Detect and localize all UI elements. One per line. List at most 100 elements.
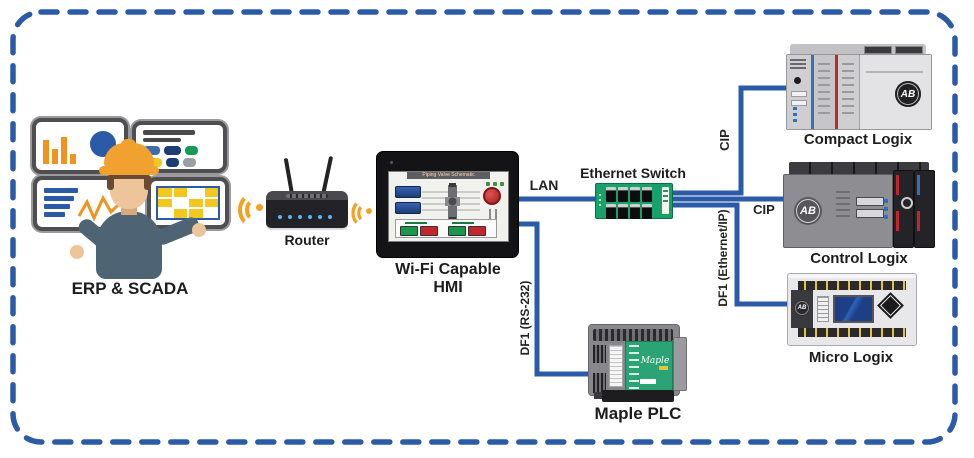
emergency-stop-icon (483, 187, 501, 205)
bar-chart-icon (43, 137, 76, 164)
text-line (143, 130, 195, 135)
hmi-screen: Piping Valve Schematic (388, 171, 509, 242)
switch-ports (606, 187, 652, 219)
cip-control-link-label: CIP (753, 202, 775, 217)
operator-hand (70, 245, 84, 259)
hmi-power-led (390, 161, 393, 164)
status-pill (183, 158, 196, 167)
operator-figure (70, 139, 206, 289)
hmi-nav-button (395, 186, 421, 198)
control-logix-node: AB (783, 162, 935, 248)
hmi-label: Wi-Fi Capable HMI (373, 261, 523, 297)
hmi-label-line2: HMI (433, 279, 463, 296)
dashed-border (10, 9, 958, 445)
df1-ethernet-link-label: DF1 (Ethernet/IP) (716, 209, 730, 307)
router-vent (286, 194, 328, 198)
plc-chassis: AB (860, 55, 931, 129)
micro-logix-node: AB (787, 273, 917, 346)
ethernet-switch-node (595, 183, 673, 219)
rj45-port (642, 204, 652, 219)
hmi-nav-button (395, 202, 421, 214)
keypad-diamond-icon (877, 292, 904, 319)
router-leds (278, 215, 332, 219)
maple-brand-logo: Maple (640, 356, 670, 366)
compact-logix-label: Compact Logix (803, 131, 913, 148)
spec-label (609, 345, 623, 387)
cip-compact-line (662, 85, 789, 196)
operator-torso (96, 211, 162, 279)
rj45-port (606, 187, 616, 202)
allen-bradley-logo: AB (794, 197, 822, 225)
lan-link-label: LAN (529, 177, 559, 193)
rj45-port (630, 187, 640, 202)
terminal-strip (798, 281, 906, 290)
module-port (794, 77, 801, 84)
plc-base (602, 390, 674, 402)
pin-block (817, 296, 829, 322)
plc-display (833, 295, 874, 323)
status-pill (143, 146, 160, 155)
maple-plc-node: Maple (588, 322, 687, 402)
list-bar (44, 204, 70, 209)
maple-front-panel: Maple (625, 341, 673, 393)
switch-brand-strip (662, 187, 669, 214)
plc-module (893, 170, 914, 248)
close-button-icon (420, 226, 438, 236)
text-line (143, 138, 181, 142)
hmi-valve-controls (395, 219, 497, 238)
terminal-strip (798, 328, 906, 337)
operator-hand (192, 223, 206, 237)
hmi-pipe-schematic (422, 183, 480, 221)
list-bar (44, 188, 78, 193)
erp-scada-label: ERP & SCADA (71, 279, 189, 298)
plc-side-panel (673, 337, 687, 391)
maple-plc-label: Maple PLC (594, 404, 682, 423)
router-label: Router (284, 232, 330, 248)
plc-module (914, 170, 935, 248)
plc-front: AB (786, 54, 932, 130)
plc-chassis: AB (783, 174, 893, 248)
operator-hair (144, 175, 151, 190)
plc-module (814, 55, 838, 129)
ethernet-switch-label: Ethernet Switch (580, 165, 686, 181)
plc-chassis: Maple (588, 324, 687, 396)
wifi-signal-icon (351, 198, 372, 228)
module-leds (793, 107, 797, 123)
rj45-port (606, 204, 616, 219)
heatsink-fins (593, 373, 606, 393)
compact-logix-node: AB (786, 44, 932, 130)
status-pill (166, 158, 179, 167)
hmi-node: Piping Valve Schematic (377, 152, 518, 257)
module-port (901, 197, 913, 209)
operator-hair (107, 175, 114, 190)
rj45-port (618, 204, 628, 219)
open-button-icon (448, 226, 466, 236)
plc-top-face (790, 44, 926, 56)
terminal-strip (593, 329, 673, 341)
plc-foot (594, 392, 602, 399)
plc-module (787, 55, 814, 129)
allen-bradley-logo: AB (794, 300, 810, 316)
df1-ethernet-line (662, 202, 790, 307)
allen-bradley-logo: AB (895, 81, 921, 107)
router-device (266, 191, 348, 228)
open-button-icon (400, 226, 418, 236)
plc-brand-panel: AB (791, 290, 813, 328)
control-logix-label: Control Logix (810, 250, 908, 267)
close-button-icon (468, 226, 486, 236)
micro-logix-label: Micro Logix (808, 349, 894, 366)
status-pill (185, 146, 198, 155)
hardhat-brim (99, 166, 159, 175)
rj45-port (618, 187, 628, 202)
router-node (262, 152, 352, 232)
cip-compact-link-label: CIP (716, 129, 732, 151)
hmi-status-icons (486, 182, 504, 186)
heatsink-fins (593, 345, 606, 363)
hmi-screen-title: Piping Valve Schematic (407, 172, 490, 179)
wifi-signal-icon (238, 192, 268, 228)
df1-rs232-link-label: DF1 (RS-232) (518, 280, 532, 356)
switch-leds (599, 194, 601, 206)
list-bar (44, 212, 65, 217)
